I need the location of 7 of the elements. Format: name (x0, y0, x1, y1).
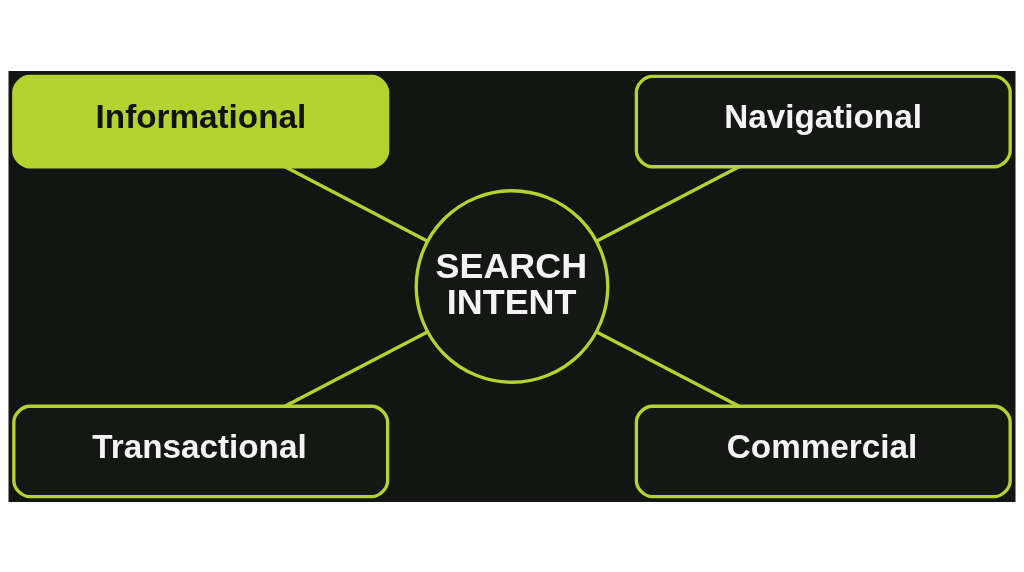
connector (284, 330, 429, 407)
node-box: Commercial (634, 404, 1012, 498)
node-box: Transactional (12, 404, 390, 498)
node-circle: SEARCH INTENT (414, 188, 610, 384)
node-box: Informational (12, 74, 390, 168)
connector (595, 330, 740, 407)
node-box: Navigational (634, 74, 1012, 168)
